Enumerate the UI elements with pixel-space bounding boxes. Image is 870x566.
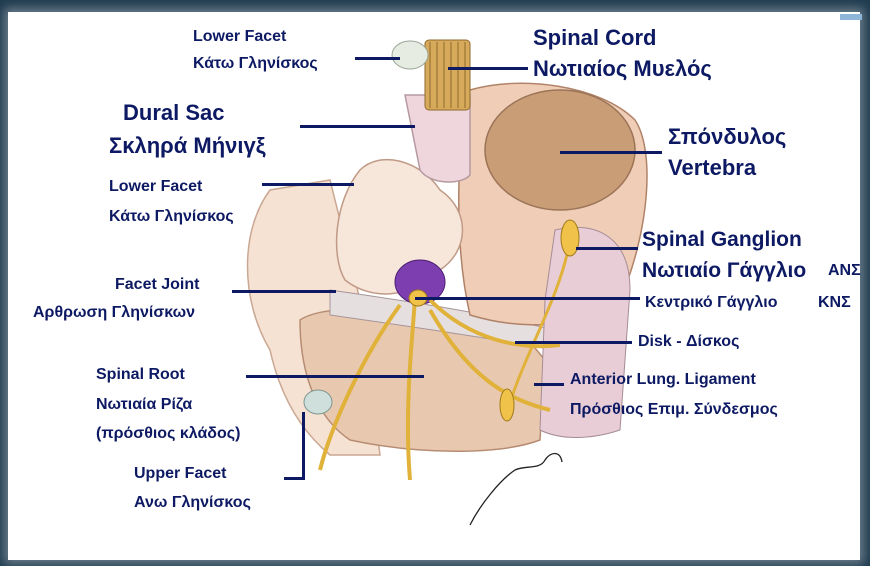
label-spinal-root-note: (πρόσθιος κλάδος) bbox=[96, 425, 240, 443]
leader-upper-facet-horizontal bbox=[284, 477, 305, 480]
leader-lower-facet-top bbox=[355, 57, 400, 60]
leader-anterior-ligament bbox=[534, 383, 564, 386]
leader-spinal-root bbox=[246, 375, 424, 378]
label-anterior-ligament-en: Anterior Lung. Ligament bbox=[570, 371, 756, 389]
label-vertebra-gr: Σπόνδυλος bbox=[668, 124, 786, 149]
upper-facet-knob bbox=[392, 41, 428, 69]
label-spinal-cord-en: Spinal Cord bbox=[533, 25, 656, 50]
artist-signature bbox=[470, 454, 562, 526]
label-lower-facet-mid-en: Lower Facet bbox=[109, 178, 202, 196]
leader-lower-facet-mid bbox=[262, 183, 354, 186]
label-upper-facet-gr: Ανω Γληνίσκος bbox=[134, 494, 251, 512]
leader-spinal-ganglion bbox=[576, 247, 638, 250]
label-central-ganglion: Κεντρικό Γάγγλιο bbox=[645, 294, 778, 312]
label-dural-sac-en: Dural Sac bbox=[123, 100, 225, 125]
vertebral-body-top bbox=[485, 90, 635, 210]
label-spinal-cord-gr: Νωτιαίος Μυελός bbox=[533, 56, 712, 81]
leader-vertebra bbox=[560, 151, 662, 154]
label-lower-facet-top-gr: Κάτω Γληνίσκος bbox=[193, 55, 318, 73]
label-vertebra-en: Vertebra bbox=[668, 155, 756, 180]
label-lower-facet-mid-gr: Κάτω Γληνίσκος bbox=[109, 208, 234, 226]
label-spinal-root-en: Spinal Root bbox=[96, 366, 185, 384]
label-disk: Disk - Δίσκος bbox=[638, 333, 739, 351]
spinal-cord-bundle bbox=[425, 40, 470, 110]
leader-central-ganglion bbox=[415, 297, 640, 300]
leader-facet-joint bbox=[232, 290, 336, 293]
leader-disk bbox=[515, 341, 632, 344]
label-dural-sac-gr: Σκληρά Μήνιγξ bbox=[109, 133, 266, 158]
label-kns: ΚΝΣ bbox=[818, 294, 851, 312]
label-spinal-root-gr: Νωτιαία Ρίζα bbox=[96, 396, 192, 414]
leader-spinal-cord bbox=[448, 67, 528, 70]
spinal-ganglion bbox=[561, 220, 579, 256]
leader-dural-sac bbox=[300, 125, 415, 128]
label-spinal-ganglion-en: Spinal Ganglion bbox=[642, 228, 802, 252]
label-facet-joint-en: Facet Joint bbox=[115, 276, 199, 294]
lower-left-knob bbox=[304, 390, 332, 414]
label-ans: ΑΝΣ bbox=[828, 262, 861, 280]
label-upper-facet-en: Upper Facet bbox=[134, 465, 226, 483]
label-anterior-ligament-gr: Πρόσθιος Επιμ. Σύνδεσμος bbox=[570, 401, 778, 419]
label-facet-joint-gr: Αρθρωση Γληνίσκων bbox=[33, 304, 195, 322]
label-lower-facet-top-en: Lower Facet bbox=[193, 28, 286, 46]
chain-ganglion bbox=[500, 389, 514, 421]
label-spinal-ganglion-gr: Νωτιαίο Γάγγλιο bbox=[642, 259, 806, 283]
leader-upper-facet-vertical bbox=[302, 412, 305, 480]
